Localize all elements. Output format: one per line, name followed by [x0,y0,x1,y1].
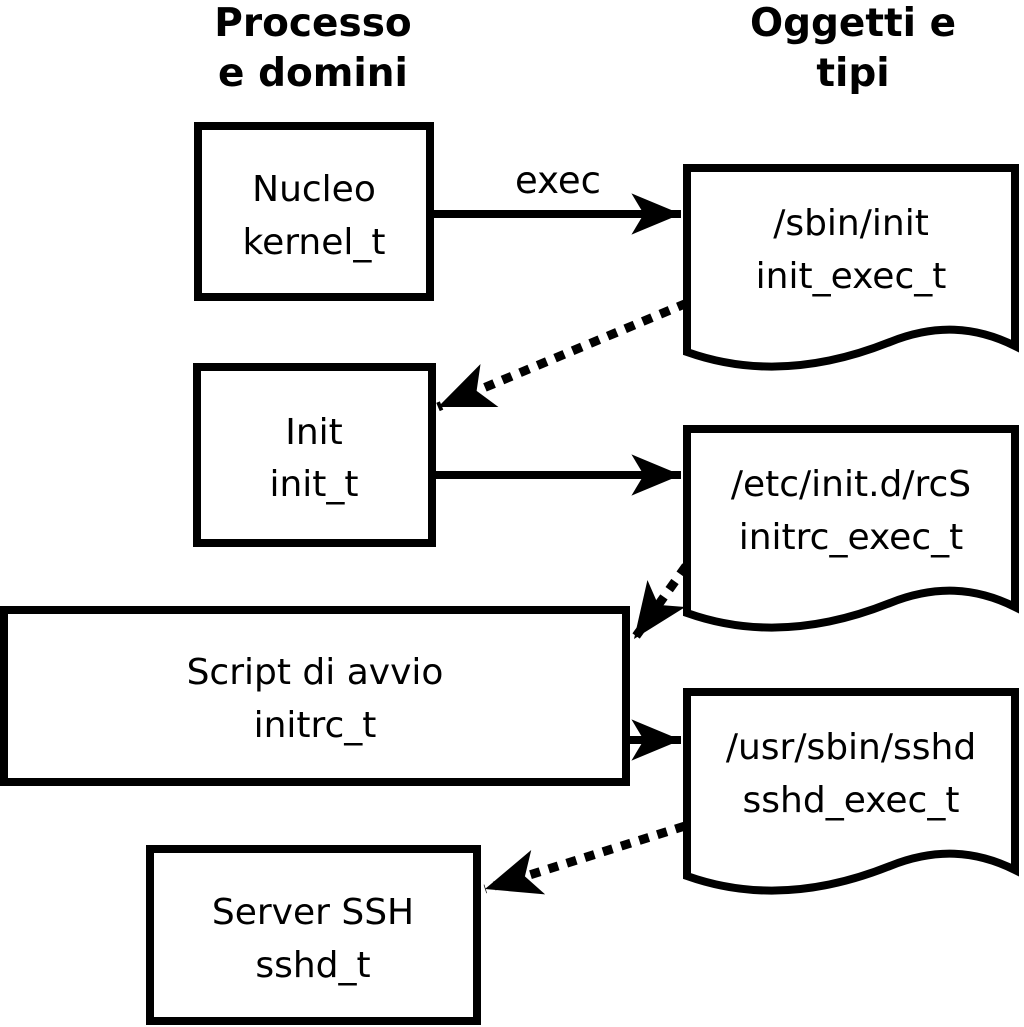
transition-arrow-init-exec-to-init [436,298,689,412]
process-box-init-name: Init [285,412,343,453]
object-doc-init-exec-shape [683,164,1019,371]
object-doc-initrc-exec-shape [683,425,1019,632]
process-box-initrc: Script di avvio initrc_t [0,606,630,786]
exec-arrow-label: exec [515,159,601,202]
process-box-init-rect [193,363,436,547]
process-box-initrc-domain: initrc_t [254,705,377,746]
process-box-init: Init init_t [193,363,436,547]
process-box-kernel: Nucleo kernel_t [194,122,434,301]
object-doc-init-exec-path: /sbin/init [773,203,929,244]
object-doc-init-exec-type: init_exec_t [756,256,947,297]
process-box-initrc-name: Script di avvio [187,652,444,693]
object-doc-init-exec: /sbin/init init_exec_t [683,164,1019,371]
transition-arrow-sshd-exec-to-sshd [483,821,687,895]
process-box-init-domain: init_t [269,464,358,505]
column-header-processes-line1: Processo [214,1,411,46]
process-box-sshd: Server SSH sshd_t [146,845,481,1025]
process-box-sshd-domain: sshd_t [255,945,370,986]
transition-arrow-initrc-exec-to-initrc [630,563,690,642]
process-box-sshd-rect [146,845,481,1025]
object-doc-sshd-exec: /usr/sbin/sshd sshd_exec_t [683,688,1019,895]
process-box-kernel-name: Nucleo [252,169,376,210]
object-doc-sshd-exec-type: sshd_exec_t [743,780,960,821]
object-doc-initrc-exec: /etc/init.d/rcS initrc_exec_t [683,425,1019,632]
object-doc-initrc-exec-path: /etc/init.d/rcS [731,464,971,505]
object-doc-sshd-exec-shape [683,688,1019,895]
column-header-objects-line1: Oggetti e [750,1,956,46]
object-doc-initrc-exec-type: initrc_exec_t [739,517,964,558]
column-header-objects-line2: tipi [816,51,889,96]
process-box-sshd-name: Server SSH [212,892,414,933]
process-box-initrc-rect [0,606,630,786]
process-box-kernel-rect [194,122,434,301]
process-box-kernel-domain: kernel_t [243,222,386,263]
object-doc-sshd-exec-path: /usr/sbin/sshd [726,727,976,768]
column-header-processes-line2: e domini [218,51,408,96]
